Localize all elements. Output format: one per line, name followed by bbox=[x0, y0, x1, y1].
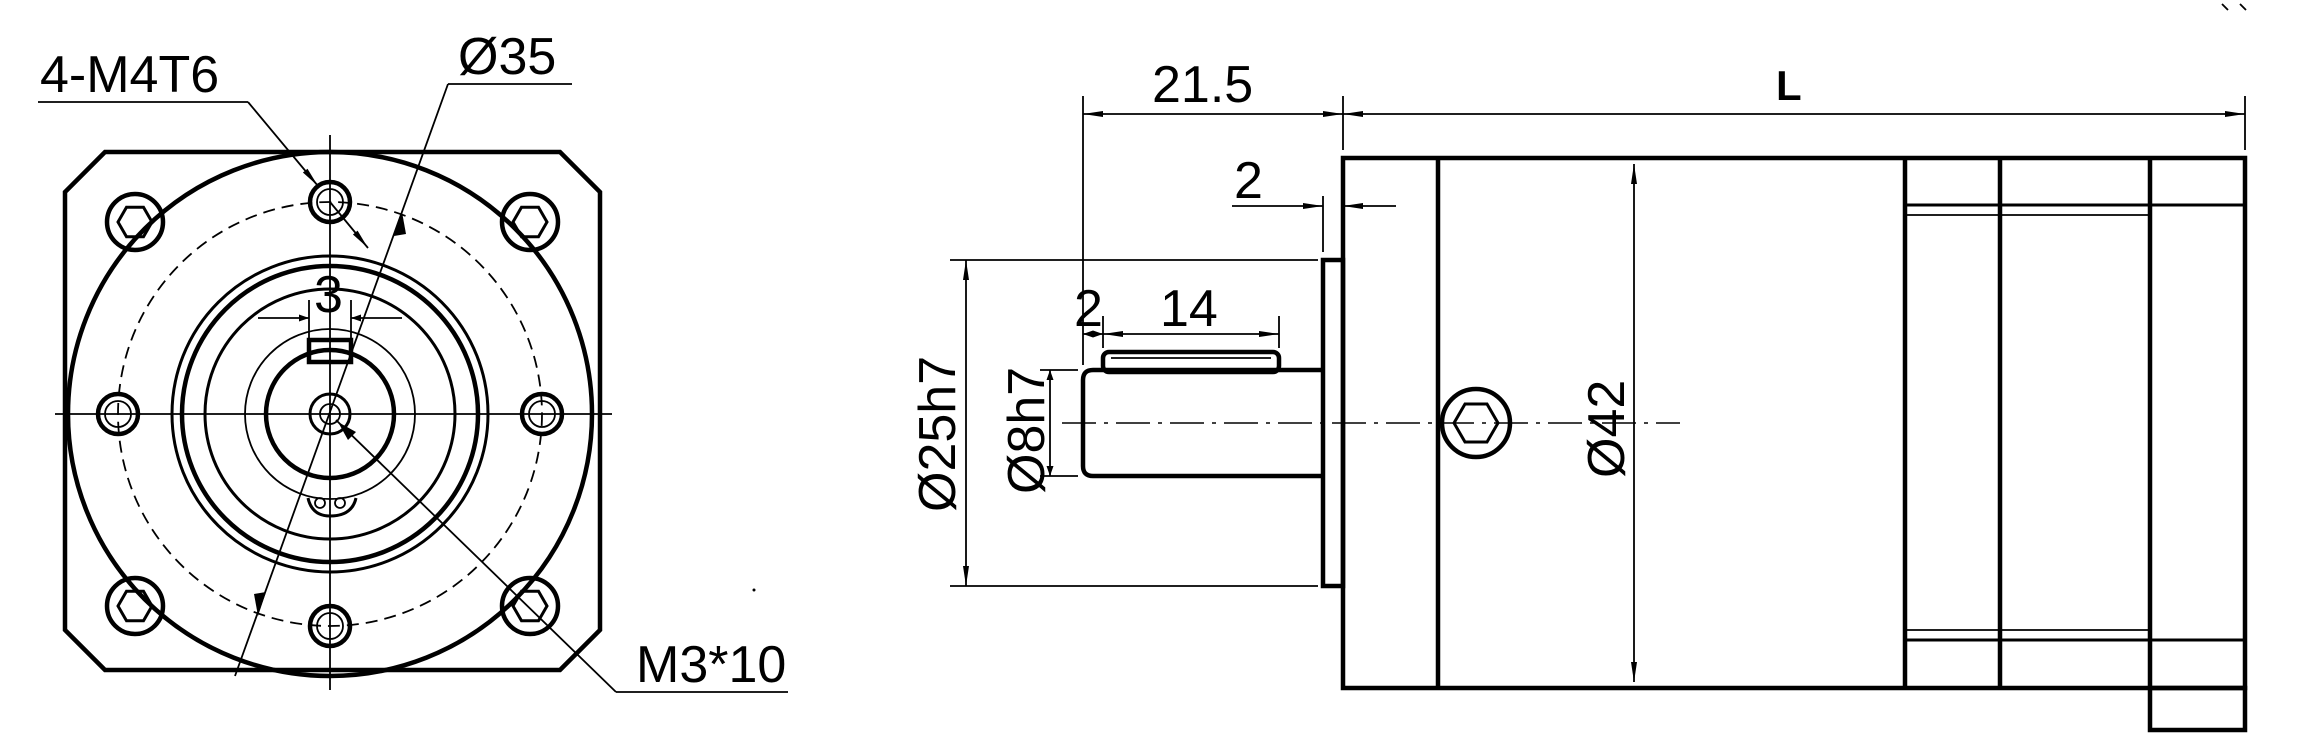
dim-L-label: L bbox=[1776, 62, 1802, 109]
side-key bbox=[1100, 349, 1282, 375]
dim-pilot-dia-label: Ø25h7 bbox=[909, 356, 967, 512]
holes-label: 4-M4T6 bbox=[40, 46, 219, 104]
pcd-arrow-top bbox=[394, 212, 406, 236]
motor-connector bbox=[2147, 685, 2248, 733]
holes-leader bbox=[247, 101, 319, 187]
dim-key-offset-label: 2 bbox=[1074, 280, 1103, 338]
side-view: 21.5 L 2 2 14 Ø25h7 Ø8h7 Ø42 bbox=[909, 56, 2248, 733]
corner-mark bbox=[2221, 3, 2247, 11]
pcd-leader bbox=[234, 83, 449, 677]
corner-bolt-br bbox=[499, 575, 561, 637]
gearbox-body bbox=[1340, 155, 2248, 691]
front-view: 4-M4T6 Ø35 3 M3*10 bbox=[38, 28, 788, 694]
dim-body-dia-label: Ø42 bbox=[1578, 380, 1636, 478]
pcd-arrow-bottom bbox=[254, 592, 266, 616]
thread-leader bbox=[335, 419, 617, 693]
thread-arrow bbox=[338, 422, 356, 440]
stray-dot bbox=[752, 588, 756, 592]
pcd-label: Ø35 bbox=[458, 28, 556, 86]
circlip-hole-right bbox=[334, 497, 346, 509]
thread-label: M3*10 bbox=[636, 636, 786, 694]
key-width-label: 3 bbox=[314, 266, 343, 324]
circlip-hole-left bbox=[314, 497, 326, 509]
dim-21-5-label: 21.5 bbox=[1152, 56, 1253, 114]
corner-bolt-bl bbox=[104, 575, 166, 637]
flange-outline bbox=[62, 149, 603, 673]
dim-pilot-label: 2 bbox=[1234, 152, 1263, 210]
dim-key-len-label: 14 bbox=[1160, 280, 1218, 338]
dim-shaft-dia-label: Ø8h7 bbox=[998, 367, 1056, 494]
corner-bolt-tl bbox=[104, 191, 166, 253]
corner-bolt-tr bbox=[499, 191, 561, 253]
holes-leader-2 bbox=[329, 201, 369, 249]
